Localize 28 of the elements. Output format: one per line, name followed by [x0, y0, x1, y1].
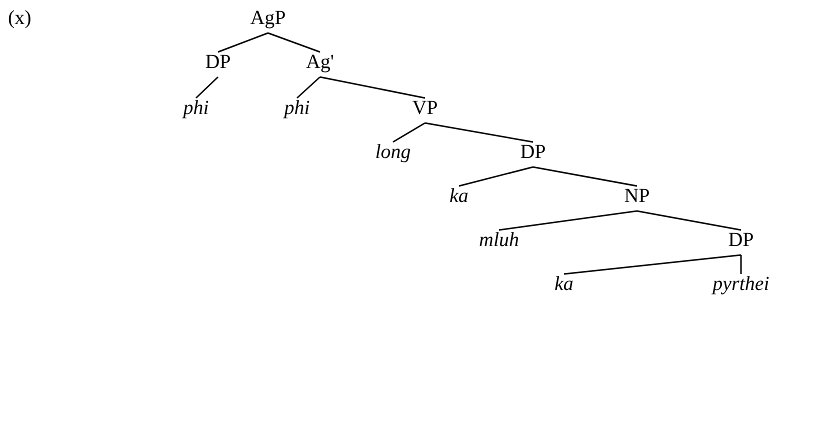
tree-branch: [195, 76, 219, 99]
tree-branch: [218, 32, 268, 53]
tree-branch: [564, 254, 742, 275]
word-label: ka: [554, 272, 574, 296]
word-label: phi: [284, 96, 310, 120]
word-label: phi: [183, 96, 209, 120]
tree-branch: [740, 255, 742, 274]
tree-branch: [458, 166, 534, 187]
tree-branch: [268, 32, 320, 53]
category-label: VP: [412, 96, 438, 120]
category-label: DP: [205, 50, 231, 74]
tree-branch: [532, 166, 638, 187]
tree-branch: [392, 122, 426, 143]
category-label: DP: [728, 228, 754, 252]
tree-branch: [636, 210, 742, 231]
word-label: pyrthei: [712, 272, 770, 296]
example-number: (x): [8, 6, 32, 30]
word-label: long: [375, 140, 411, 164]
category-label: Ag': [306, 50, 334, 74]
word-label: ka: [450, 184, 468, 208]
tree-branch: [424, 122, 534, 143]
word-label: mluh: [479, 228, 519, 252]
tree-branch: [320, 76, 426, 99]
category-label: AgP: [250, 6, 286, 30]
category-label: DP: [520, 140, 546, 164]
tree-branch: [296, 76, 320, 99]
category-label: NP: [624, 184, 650, 208]
tree-branch: [498, 210, 638, 231]
